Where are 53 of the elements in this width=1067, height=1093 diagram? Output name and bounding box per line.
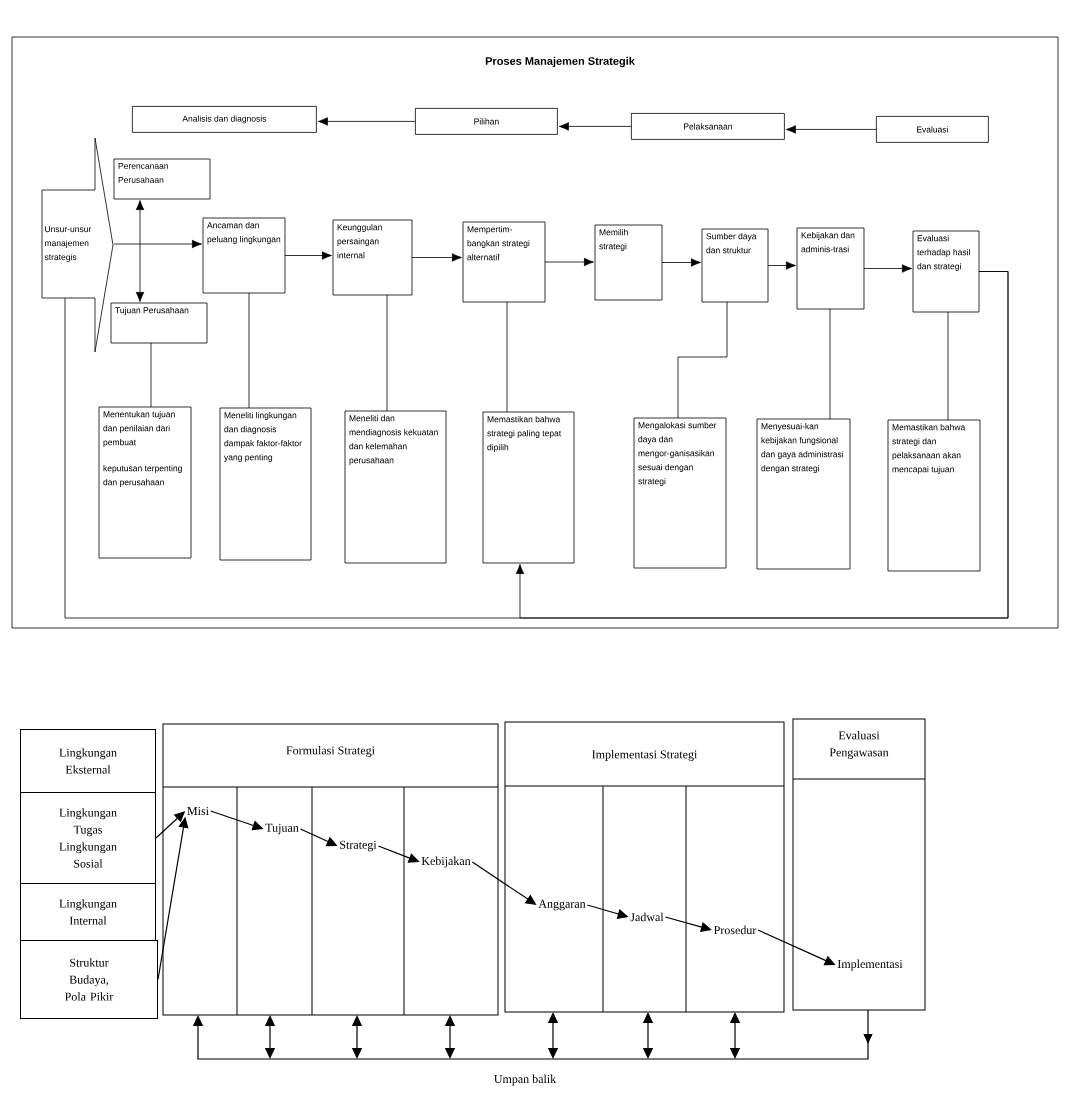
description-box: Meneliti dan mendiagnosis kekuatan dan kelemahan perusahaan bbox=[344, 410, 447, 564]
process-box: Perencanaan Perusahaan bbox=[113, 158, 211, 200]
arrow bbox=[471, 861, 537, 905]
process-box: Mempertim-bangkan strategi alternatif bbox=[462, 221, 546, 303]
arrow bbox=[785, 125, 877, 134]
arrow bbox=[558, 122, 632, 131]
arrow bbox=[284, 251, 332, 260]
process-box: Pilihan bbox=[415, 108, 558, 135]
arrow bbox=[411, 253, 462, 262]
step-label: Tujuan bbox=[265, 823, 299, 835]
arrow bbox=[192, 1009, 873, 1060]
step-label: Jadwal bbox=[630, 912, 664, 922]
process-box: Analisis dan diagnosis bbox=[132, 106, 317, 133]
process-box: Pelaksanaan bbox=[631, 113, 785, 140]
environment-cell: Lingkungan Tugas Lingkungan Sosial bbox=[20, 792, 156, 884]
environment-cell: Lingkungan Eksternal bbox=[20, 729, 156, 793]
arrow bbox=[113, 239, 202, 249]
step-label: Anggaran bbox=[538, 899, 586, 911]
process-box: Keunggulan persaingan internal bbox=[332, 219, 413, 296]
arrow bbox=[317, 117, 416, 126]
description-box: Meneliti lingkungan dan diagnosis dampak faktor-faktor yang penting bbox=[219, 407, 312, 561]
arrow bbox=[767, 261, 796, 270]
edge-label: Umpan balik bbox=[492, 1073, 558, 1087]
arrow bbox=[544, 257, 594, 267]
process-box: Evaluasi bbox=[876, 116, 989, 143]
diagram-title: Proses Manajemen Strategik bbox=[485, 56, 635, 68]
arrow bbox=[135, 200, 145, 302]
arrow bbox=[547, 1012, 559, 1059]
step-label: Strategi bbox=[340, 840, 377, 852]
description-box: Menyesuai-kan kebijakan fungsional dan gaya administrasi dengan strategi bbox=[756, 418, 851, 570]
description-box: Menentukan tujuan dan penilaian dari pembuat keputusan terpenting dan perusahaan bbox=[98, 406, 192, 559]
arrow bbox=[351, 1015, 363, 1059]
environment-cell: Lingkungan Internal bbox=[20, 883, 156, 941]
step-label: Misi bbox=[187, 806, 209, 816]
process-box: Kebijakan dan adminis-trasi bbox=[796, 227, 865, 310]
description-box: Mengalokasi sumber daya dan mengor-ganisasikan sesuai dengan strategi bbox=[633, 417, 727, 569]
step-label: Implementasi bbox=[837, 959, 903, 971]
environment-cell: Struktur Budaya, Pola Pikir bbox=[20, 940, 158, 1019]
arrow bbox=[863, 264, 912, 273]
description-box: Memastikan bahwa strategi paling tepat dipilih bbox=[482, 411, 575, 564]
process-box: Ancaman dan peluang lingkungan bbox=[202, 217, 286, 294]
arrow bbox=[264, 1015, 276, 1059]
step-label: Kebijakan bbox=[421, 856, 471, 868]
process-box: Tujuan Perusahaan bbox=[110, 302, 208, 344]
step-label: Prosedur bbox=[714, 925, 757, 935]
process-box: Evaluasi terhadap hasil dan strategi bbox=[912, 230, 980, 313]
process-box: Sumber daya dan struktur bbox=[701, 228, 769, 303]
arrow bbox=[642, 1012, 654, 1059]
process-box: Memilih strategi bbox=[594, 224, 663, 301]
description-box: Memastikan bahwa strategi dan pelaksanaan akan mencapai tujuan bbox=[887, 419, 981, 572]
arrow bbox=[661, 258, 701, 267]
arrow bbox=[729, 1012, 741, 1059]
arrow bbox=[444, 1015, 456, 1059]
